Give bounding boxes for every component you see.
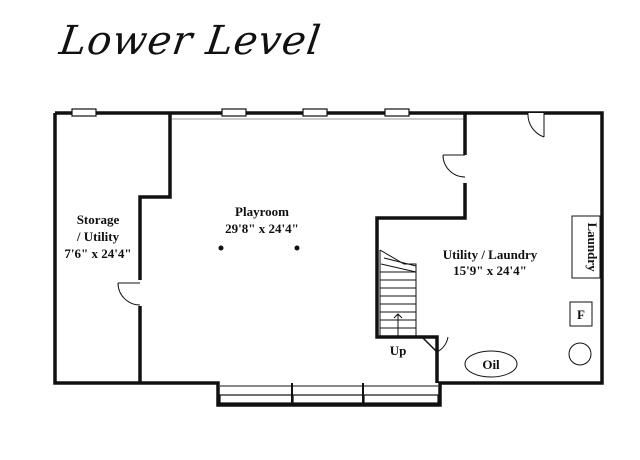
window [292, 394, 364, 404]
laundry-machines [571, 215, 601, 279]
storage-name: Storage [77, 212, 120, 227]
playroom-dims: 29'8" x 24'4" [225, 221, 299, 236]
window [384, 108, 410, 117]
stairs [379, 249, 417, 337]
interior-walls [138, 113, 467, 383]
water-heater [568, 342, 592, 366]
oil-tank [464, 350, 518, 378]
support-post [294, 245, 300, 251]
window [221, 108, 247, 117]
windows-top [71, 108, 410, 117]
window [363, 394, 439, 404]
window [71, 108, 97, 117]
windows-bottom [219, 383, 439, 405]
stairs-label: Up [390, 343, 407, 358]
support-post [218, 245, 224, 251]
doors [117, 112, 545, 353]
utility-dims: 15'9" x 24'4" [453, 263, 527, 278]
oil-label: Oil [482, 357, 500, 372]
window [219, 394, 293, 404]
storage-name-2: / Utility [76, 229, 120, 244]
outer-walls [53, 111, 604, 407]
playroom-name: Playroom [235, 204, 289, 219]
furnace [569, 301, 593, 327]
laundry-label: Laundry [585, 222, 600, 272]
window [302, 108, 328, 117]
furnace-label: F [577, 307, 585, 322]
utility-name: Utility / Laundry [443, 247, 538, 262]
storage-dims: 7'6" x 24'4" [64, 246, 131, 261]
